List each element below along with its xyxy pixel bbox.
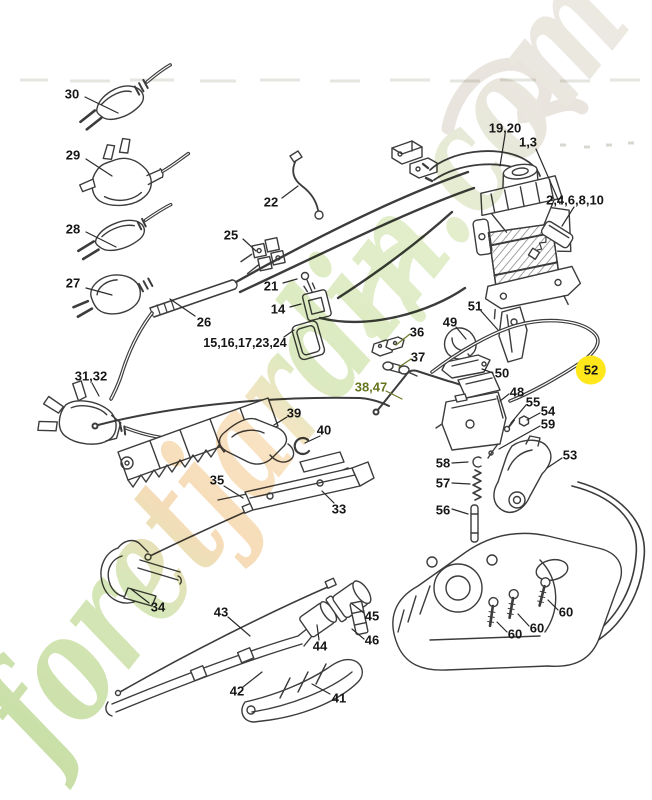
coupler-44-art (299, 601, 338, 638)
wire-22-art (289, 150, 324, 220)
flap-39-art (218, 417, 295, 465)
spring-57-art (472, 469, 482, 501)
lever-53-art (493, 435, 552, 514)
ring-40-art (293, 436, 311, 456)
brush-2-art (527, 220, 574, 260)
part-37-art (382, 361, 418, 377)
rod-43-art (114, 577, 337, 697)
screw-60-a-art (537, 577, 551, 607)
plug-28-art (77, 202, 173, 261)
screw-60-b-art (506, 588, 519, 620)
carrier-33-art (217, 451, 375, 511)
plug-27-art (72, 274, 154, 318)
plug-31-32-art (37, 380, 127, 445)
clip-58-art (472, 456, 482, 468)
watermark-swirl-top (441, 57, 589, 135)
cord-26-art (109, 279, 238, 401)
loop-handle-52-art (430, 318, 600, 403)
watermark-swirl-mid (361, 234, 427, 338)
bar-42-art (105, 627, 313, 717)
trough-41-art (241, 658, 363, 723)
switch-housing-48-art (435, 371, 507, 451)
lever-51-art (498, 306, 528, 363)
line-art (37, 63, 646, 723)
gearbox-housing-art (392, 481, 646, 671)
part-36-art (371, 336, 405, 357)
pin-59-art (487, 443, 499, 459)
switch-14-art (301, 282, 332, 322)
pin-56-art (470, 504, 479, 543)
leader-lines (84, 96, 586, 695)
screw-60-c-art (487, 596, 499, 628)
capacitor-15-art (291, 320, 326, 361)
plug-30-art (79, 63, 172, 131)
nut-54-art (518, 415, 530, 427)
plug-29-art (79, 137, 191, 207)
part-50-art (441, 354, 491, 379)
